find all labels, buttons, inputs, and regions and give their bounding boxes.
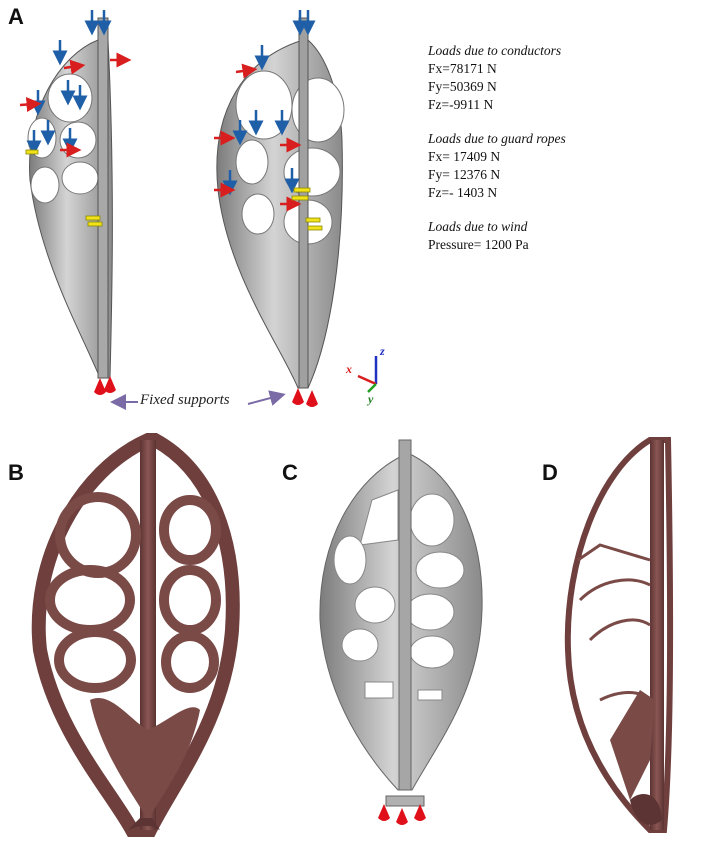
panel-letter-b: B xyxy=(8,460,24,485)
wind-loads-heading: Loads due to wind xyxy=(428,219,528,234)
guard-rope-fx: Fx= 17409 N xyxy=(428,149,501,164)
conductor-fy: Fy=50369 N xyxy=(428,79,497,94)
axis-triad xyxy=(357,356,378,393)
guard-rope-fz: Fz=- 1403 N xyxy=(428,185,498,200)
model-b-optimized xyxy=(31,433,240,837)
axis-z-label: z xyxy=(380,344,385,358)
wind-pressure: Pressure= 1200 Pa xyxy=(428,237,529,252)
model-a-right xyxy=(214,10,345,407)
load-legend: Loads due to conductors Fx=78171 N Fy=50… xyxy=(428,42,566,254)
model-a-left xyxy=(19,10,132,395)
guard-rope-fy: Fy= 12376 N xyxy=(428,167,501,182)
support-arrow-right xyxy=(247,390,286,406)
panel-letter-d: D xyxy=(542,460,558,485)
conductor-loads-heading: Loads due to conductors xyxy=(428,43,562,58)
model-c-design xyxy=(319,439,483,825)
model-d-optimized xyxy=(564,437,674,833)
panel-letter-c: C xyxy=(282,460,298,485)
axis-x-label: x xyxy=(346,362,352,376)
axis-y-label: y xyxy=(368,392,374,406)
panel-letter-a: A xyxy=(8,4,24,29)
conductor-fz: Fz=-9911 N xyxy=(428,97,494,112)
fixed-supports-label: Fixed supports xyxy=(140,392,230,408)
guard-rope-loads-heading: Loads due to guard ropes xyxy=(428,131,566,146)
conductor-fx: Fx=78171 N xyxy=(428,61,497,76)
